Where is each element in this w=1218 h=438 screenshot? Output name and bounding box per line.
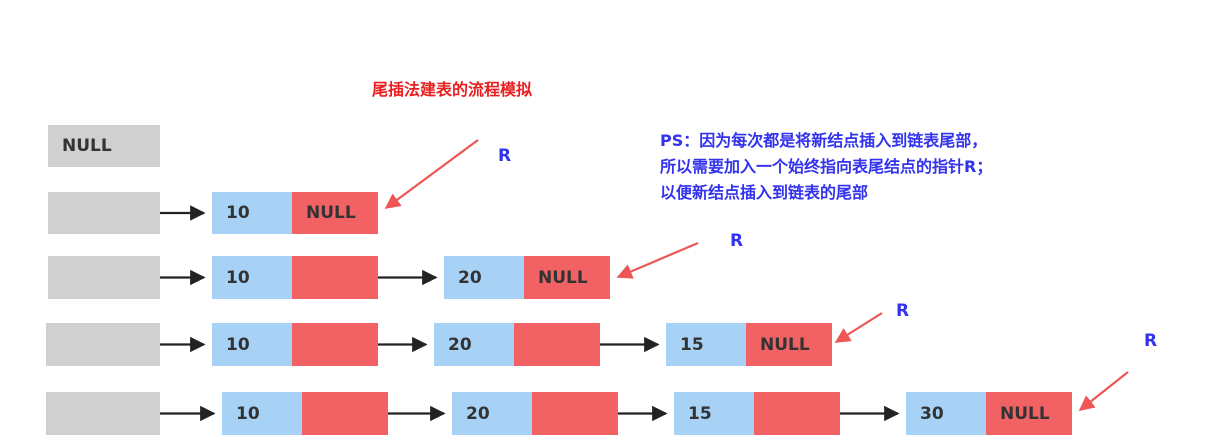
note-line-1: PS：因为每次都是将新结点插入到链表尾部， <box>660 131 988 150</box>
node-data-cell: 20 <box>434 323 514 366</box>
node-data-cell: 20 <box>452 392 532 435</box>
node-data-cell: 10 <box>212 256 292 299</box>
tail-pointer-label: R <box>1144 331 1158 351</box>
node-data-cell: 10 <box>212 192 292 234</box>
node-next-cell <box>754 392 840 435</box>
node-next-cell <box>532 392 618 435</box>
node-next-null-cell: NULL <box>746 323 832 366</box>
head-node-null: NULL <box>48 125 160 167</box>
tail-pointer-label: R <box>896 301 910 321</box>
note-text: PS：因为每次都是将新结点插入到链表尾部， 所以需要加入一个始终指向表尾结点的指… <box>660 128 992 206</box>
node-data-cell: 30 <box>906 392 986 435</box>
diagram-title: 尾插法建表的流程模拟 <box>372 80 533 99</box>
head-node <box>46 323 160 366</box>
node-next-cell <box>292 323 378 366</box>
note-line-3: 以便新结点插入到链表的尾部 <box>660 183 869 202</box>
head-node <box>48 192 160 234</box>
node-data-cell: 10 <box>222 392 302 435</box>
node-data-cell: 15 <box>666 323 746 366</box>
head-node <box>48 256 160 299</box>
note-line-2: 所以需要加入一个始终指向表尾结点的指针R； <box>660 157 993 176</box>
node-next-cell <box>514 323 600 366</box>
tail-pointer-arrow <box>384 139 479 209</box>
node-data-cell: 10 <box>212 323 292 366</box>
tail-pointer-arrow <box>834 312 883 343</box>
head-node <box>46 392 160 435</box>
node-next-null-cell: NULL <box>986 392 1072 435</box>
node-data-cell: 20 <box>444 256 524 299</box>
tail-pointer-label: R <box>498 146 512 166</box>
tail-pointer-label: R <box>730 231 744 251</box>
node-data-cell: 15 <box>674 392 754 435</box>
node-next-cell <box>302 392 388 435</box>
node-next-cell <box>292 256 378 299</box>
tail-pointer-arrow <box>616 241 699 279</box>
node-next-null-cell: NULL <box>524 256 610 299</box>
tail-pointer-arrow <box>1078 371 1129 411</box>
node-next-null-cell: NULL <box>292 192 378 234</box>
